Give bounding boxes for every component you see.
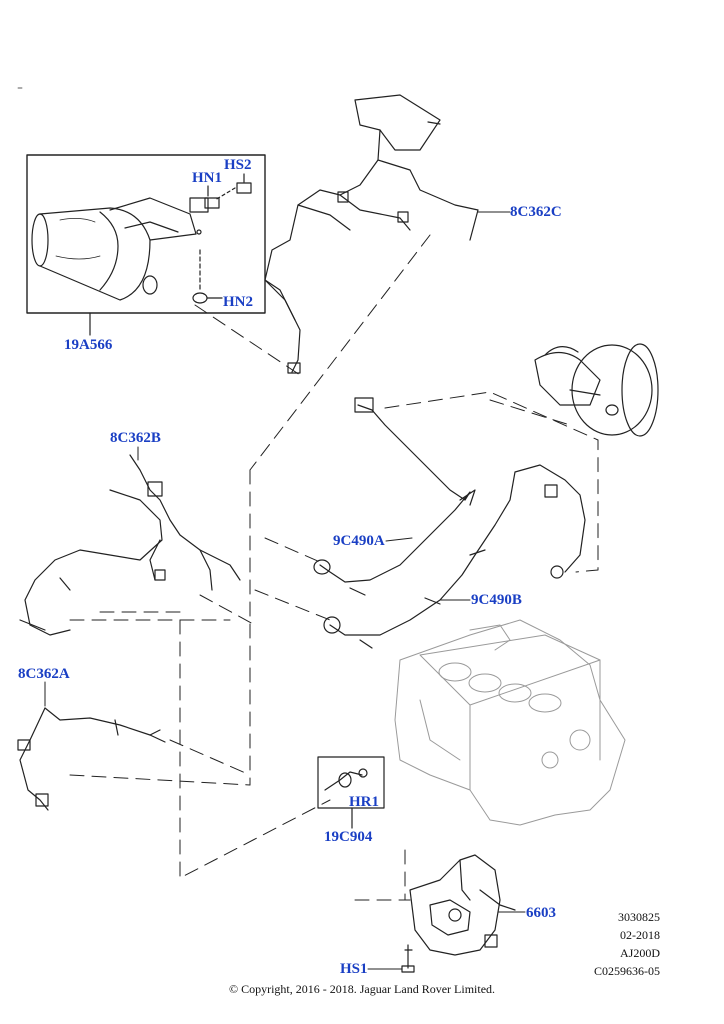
hose-9c490a: [314, 398, 475, 595]
callout-19a566[interactable]: 19A566: [64, 337, 113, 353]
callout-9c490b[interactable]: 9C490B: [471, 592, 522, 608]
callout-hr1[interactable]: HR1: [349, 794, 379, 810]
inset-fasteners: [193, 174, 251, 303]
brake-booster: [535, 344, 658, 436]
callout-8c362b[interactable]: 8C362B: [110, 430, 161, 446]
copyright-notice: © Copyright, 2016 - 2018. Jaguar Land Ro…: [228, 982, 496, 996]
callout-8c362c[interactable]: 8C362C: [510, 204, 562, 220]
catalogue-reference: C0259636-05: [594, 964, 660, 978]
engine-block: [395, 620, 625, 825]
illustration-number: 3030825: [618, 910, 660, 924]
callout-hn2[interactable]: HN2: [223, 294, 253, 310]
oil-pump-6603: [402, 855, 515, 972]
harness-8c362a: [18, 708, 165, 810]
illustration-date: 02-2018: [620, 928, 660, 942]
pump-inset-box: [27, 155, 265, 335]
dashed-leaders: [70, 235, 598, 900]
callout-8c362a[interactable]: 8C362A: [18, 666, 70, 682]
callout-hs2[interactable]: HS2: [224, 157, 252, 173]
callout-hs1[interactable]: HS1: [340, 961, 368, 977]
callout-9c490a[interactable]: 9C490A: [333, 533, 385, 549]
callout-19c904[interactable]: 19C904: [324, 829, 373, 845]
hose-9c490b: [324, 465, 585, 648]
harness-8c362c: [265, 95, 478, 373]
callout-leaders: [45, 212, 525, 969]
callout-6603[interactable]: 6603: [526, 905, 556, 921]
sensor-inset-box: [318, 757, 384, 828]
vacuum-pump-motor: [32, 198, 208, 300]
engine-code: AJ200D: [619, 946, 660, 960]
harness-8c362b: [20, 455, 240, 635]
callout-hn1[interactable]: HN1: [192, 170, 222, 186]
